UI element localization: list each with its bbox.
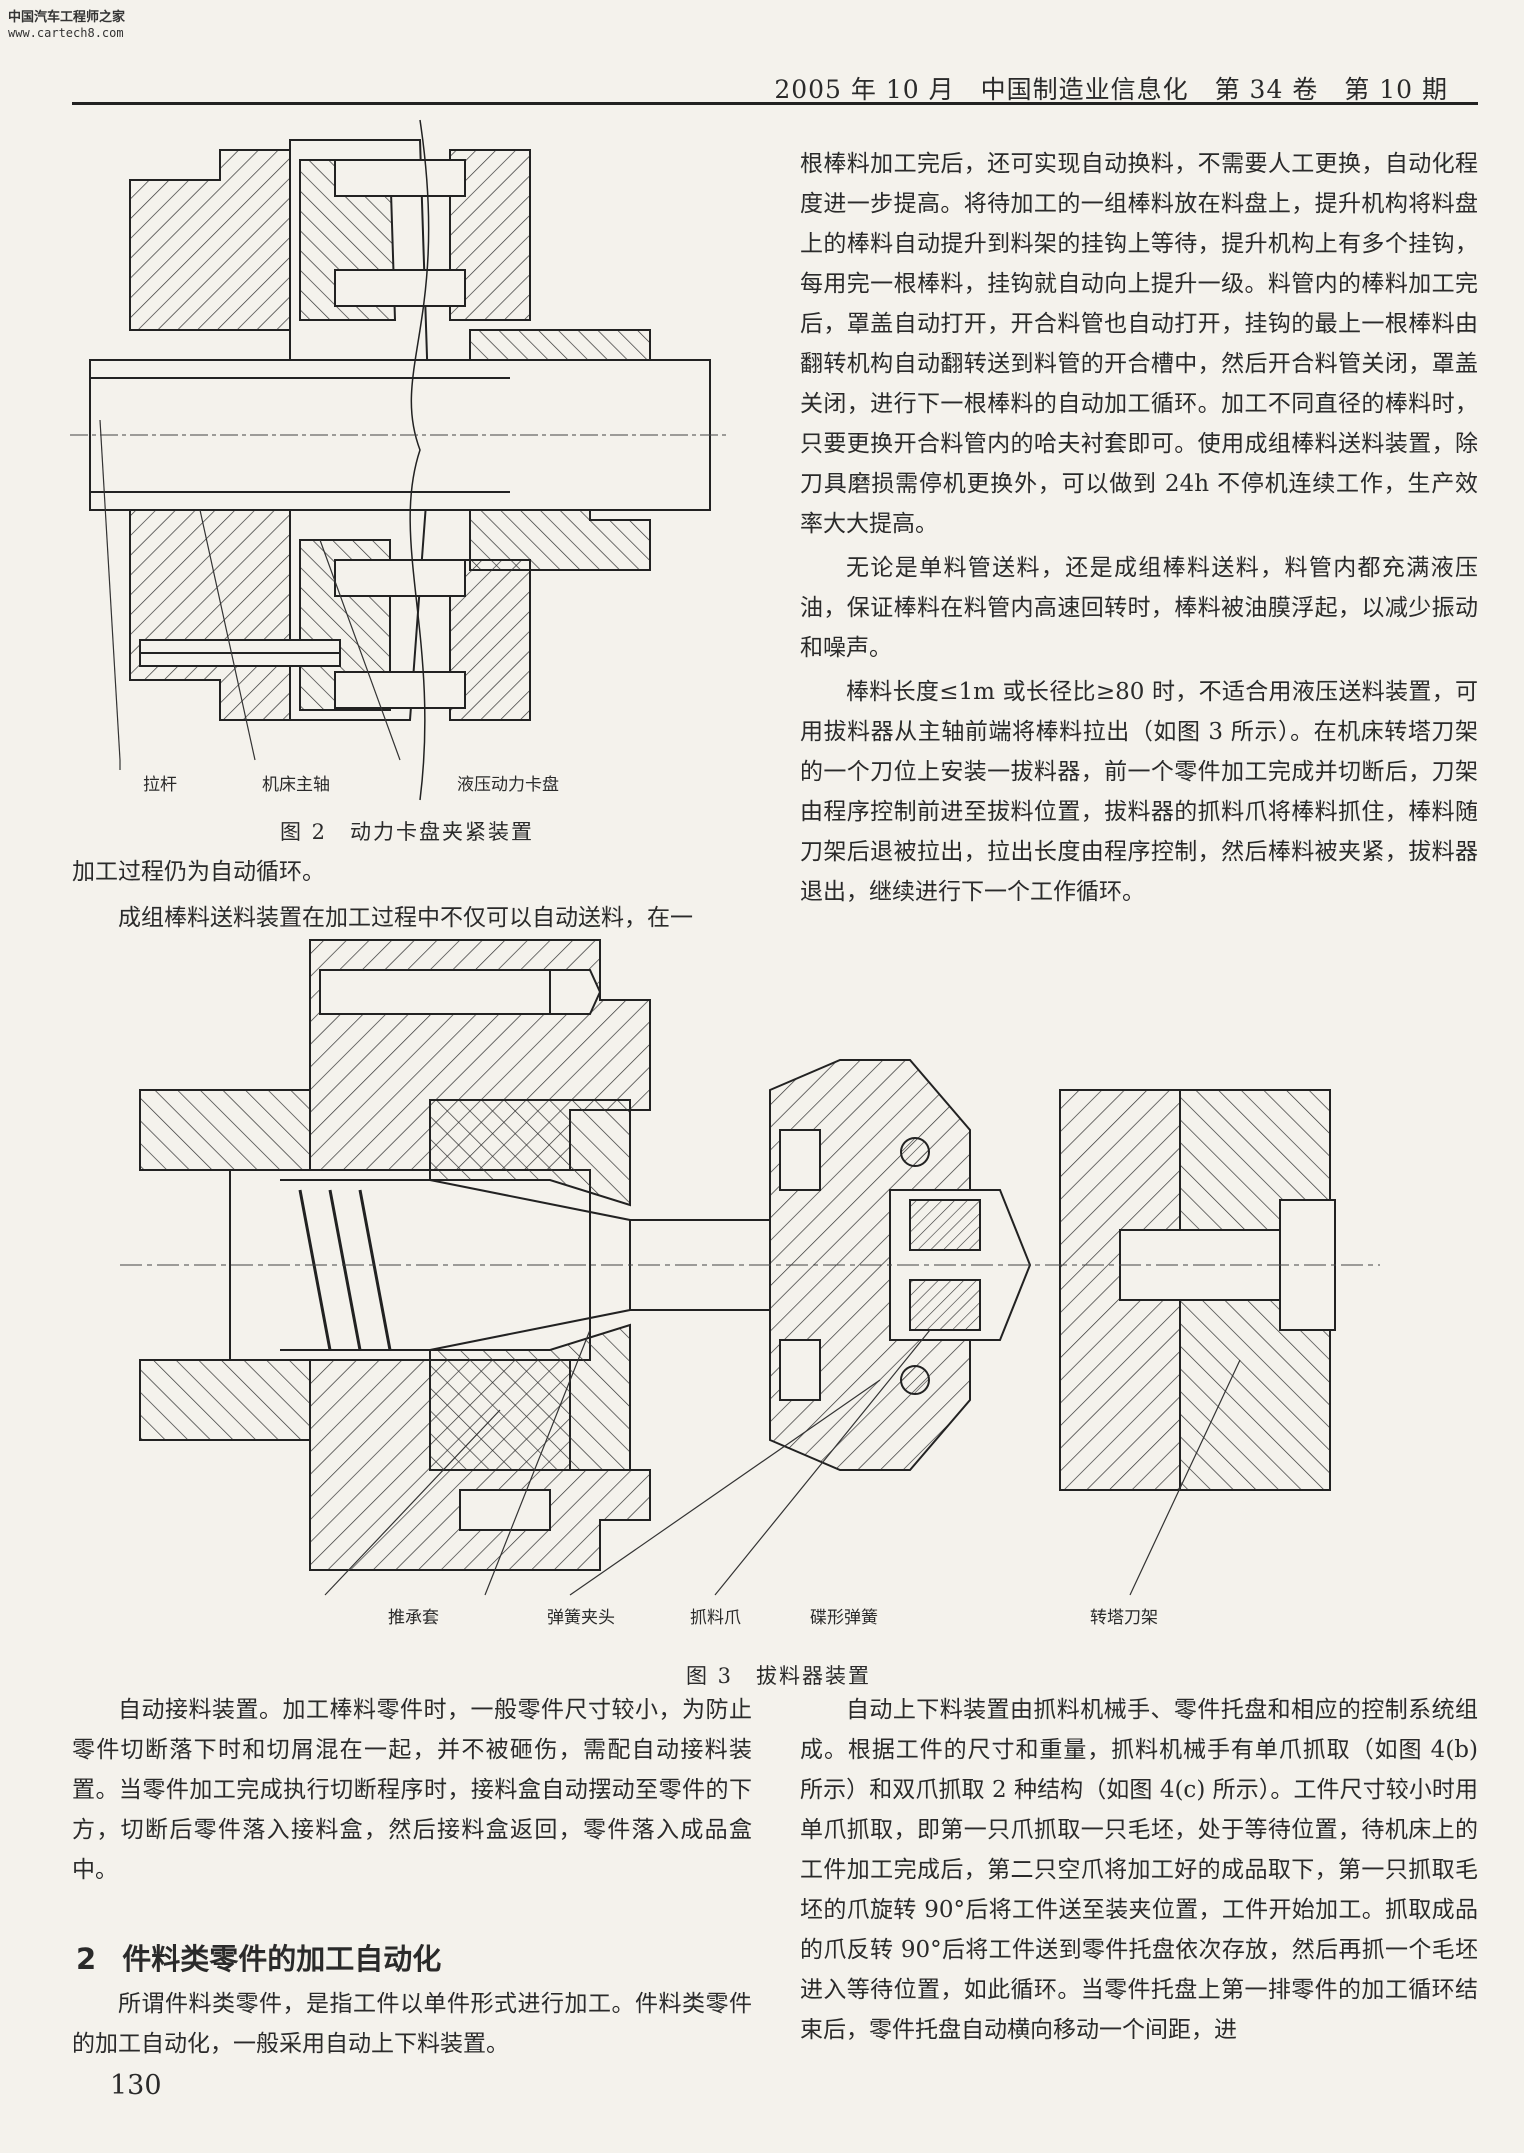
figure-2-label-pull-rod: 拉杆 bbox=[143, 775, 177, 795]
figure-3-label-spring-collet: 弹簧夹头 bbox=[547, 1608, 615, 1628]
figure-3-label-thrust-sleeve: 推承套 bbox=[388, 1608, 439, 1628]
right-column-bottom: 自动上下料装置由抓料机械手、零件托盘和相应的控制系统组成。根据工件的尺寸和重量，… bbox=[800, 1690, 1478, 2050]
paragraph: 根棒料加工完后，还可实现自动换料，不需要人工更换，自动化程度进一步提高。将待加工… bbox=[800, 151, 1478, 537]
section-title: 件料类零件的加工自动化 bbox=[122, 1942, 442, 1976]
paragraph: 棒料长度≤1m 或长径比≥80 时，不适合用液压送料装置，可用拔料器从主轴前端将… bbox=[800, 679, 1478, 905]
right-column-top: 根棒料加工完后，还可实现自动换料，不需要人工更换，自动化程度进一步提高。将待加工… bbox=[800, 144, 1478, 912]
figure-3-drawing bbox=[120, 939, 1380, 1596]
section-heading: 2 件料类零件的加工自动化 bbox=[76, 1936, 441, 1978]
left-column-top: 加工过程仍为自动循环。 成组棒料送料装置在加工过程中不仅可以自动送料，在一 bbox=[72, 852, 742, 938]
figure-3-label-disc-spring: 碟形弹簧 bbox=[810, 1608, 878, 1628]
section-number: 2 bbox=[76, 1942, 97, 1976]
paragraph: 所谓件料类零件，是指工件以单件形式进行加工。件料类零件的加工自动化，一般采用自动… bbox=[72, 1991, 752, 2057]
figure-2-caption: 图 2 动力卡盘夹紧装置 bbox=[280, 820, 535, 844]
paragraph: 无论是单料管送料，还是成组棒料送料，料管内都充满液压油，保证棒料在料管内高速回转… bbox=[800, 555, 1478, 661]
site-url: www.cartech8.com bbox=[8, 26, 124, 40]
figure-3-label-gripper-claw: 抓料爪 bbox=[690, 1608, 741, 1628]
paragraph: 自动上下料装置由抓料机械手、零件托盘和相应的控制系统组成。根据工件的尺寸和重量，… bbox=[800, 1697, 1478, 2043]
figure-2-label-spindle: 机床主轴 bbox=[262, 775, 330, 795]
header-rule bbox=[72, 102, 1478, 105]
section-2-body: 所谓件料类零件，是指工件以单件形式进行加工。件料类零件的加工自动化，一般采用自动… bbox=[72, 1984, 752, 2064]
figure-3-label-turret: 转塔刀架 bbox=[1090, 1608, 1158, 1628]
left-column-bottom: 自动接料装置。加工棒料零件时，一般零件尺寸较小，为防止零件切断落下时和切屑混在一… bbox=[72, 1690, 752, 1890]
figure-2-drawing bbox=[70, 119, 730, 801]
paragraph: 加工过程仍为自动循环。 bbox=[72, 859, 325, 885]
figure-3-caption: 图 3 拔料器装置 bbox=[686, 1664, 872, 1688]
site-logo: 中国汽车工程师之家 bbox=[8, 10, 126, 25]
paragraph: 成组棒料送料装置在加工过程中不仅可以自动送料，在一 bbox=[118, 905, 693, 931]
running-header: 2005 年 10 月 中国制造业信息化 第 34 卷 第 10 期 bbox=[774, 75, 1448, 104]
figure-2-label-hydraulic-chuck: 液压动力卡盘 bbox=[457, 775, 559, 795]
page-number: 130 bbox=[110, 2070, 162, 2101]
paragraph: 自动接料装置。加工棒料零件时，一般零件尺寸较小，为防止零件切断落下时和切屑混在一… bbox=[72, 1697, 752, 1883]
